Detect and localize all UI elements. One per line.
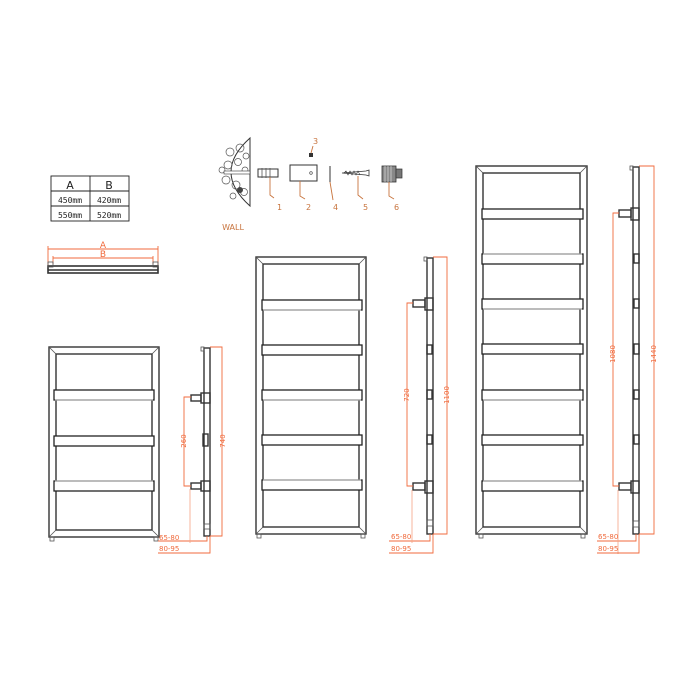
towel-bar bbox=[261, 344, 363, 356]
towel-bar bbox=[261, 389, 363, 401]
offset-near-dimension: 65-80 bbox=[391, 533, 411, 541]
towel-bar bbox=[481, 343, 584, 355]
screw-icon: 5 bbox=[341, 169, 370, 212]
towel-bar bbox=[53, 480, 155, 492]
table-header-b: B bbox=[105, 179, 113, 192]
pipe-centres-dimension: 1080 bbox=[609, 345, 617, 363]
dimension-b-label: B bbox=[100, 250, 106, 260]
cover-cap-icon: 6 bbox=[381, 165, 403, 212]
table-cell: 420mm bbox=[97, 196, 121, 205]
dimension-a-label: A bbox=[100, 241, 107, 251]
fixing-kit: WALL 1 2 3 4 bbox=[218, 136, 403, 232]
radiator-small-side: 260 740 65-80 80-95 bbox=[158, 346, 227, 554]
pipe-centres-dimension: 260 bbox=[180, 434, 188, 447]
washer-icon: 4 bbox=[329, 166, 338, 212]
size-table: A B 450mm 420mm 550mm 520mm bbox=[50, 175, 130, 222]
radiator-large-side: 1080 1440 65-80 80-95 bbox=[597, 165, 658, 554]
table-cell: 450mm bbox=[58, 196, 82, 205]
radiator-medium-front bbox=[255, 256, 367, 539]
towel-bar bbox=[481, 434, 584, 446]
table-cell: 520mm bbox=[97, 211, 121, 220]
part-number-1: 1 bbox=[277, 203, 282, 212]
total-height-dimension: 1100 bbox=[443, 386, 451, 404]
part-number-4: 4 bbox=[333, 203, 338, 212]
towel-bar bbox=[53, 389, 155, 401]
radiator-small-front bbox=[48, 346, 160, 542]
part-number-6: 6 bbox=[394, 203, 399, 212]
offset-near-dimension: 65-80 bbox=[598, 533, 618, 541]
offset-far-dimension: 80-95 bbox=[391, 545, 411, 553]
towel-bar bbox=[261, 434, 363, 446]
wall-plug-icon: 1 bbox=[257, 168, 282, 212]
towel-bar bbox=[261, 299, 363, 311]
top-view: A B bbox=[47, 241, 159, 274]
table-cell: 550mm bbox=[58, 211, 82, 220]
radiator-medium-side: 720 1100 65-80 80-95 bbox=[389, 256, 451, 554]
grub-screw-icon: 3 bbox=[309, 137, 318, 157]
part-number-5: 5 bbox=[363, 203, 368, 212]
towel-bar bbox=[53, 435, 155, 447]
bracket-plate-icon: 2 bbox=[289, 164, 318, 212]
towel-bar bbox=[261, 479, 363, 491]
part-number-3: 3 bbox=[313, 137, 318, 146]
offset-far-dimension: 80-95 bbox=[598, 545, 618, 553]
towel-bar bbox=[481, 298, 584, 310]
table-header-a: A bbox=[66, 179, 74, 192]
total-height-dimension: 740 bbox=[219, 434, 227, 447]
towel-bar bbox=[481, 208, 584, 220]
total-height-dimension: 1440 bbox=[650, 345, 658, 363]
towel-bar bbox=[481, 253, 584, 265]
offset-far-dimension: 80-95 bbox=[159, 545, 179, 553]
wall-label: WALL bbox=[222, 223, 244, 232]
offset-near-dimension: 65-80 bbox=[159, 534, 179, 542]
towel-bar bbox=[481, 389, 584, 401]
towel-bar bbox=[481, 480, 584, 492]
pipe-centres-dimension: 720 bbox=[403, 388, 411, 401]
radiator-large-front bbox=[475, 165, 588, 539]
part-number-2: 2 bbox=[306, 203, 311, 212]
